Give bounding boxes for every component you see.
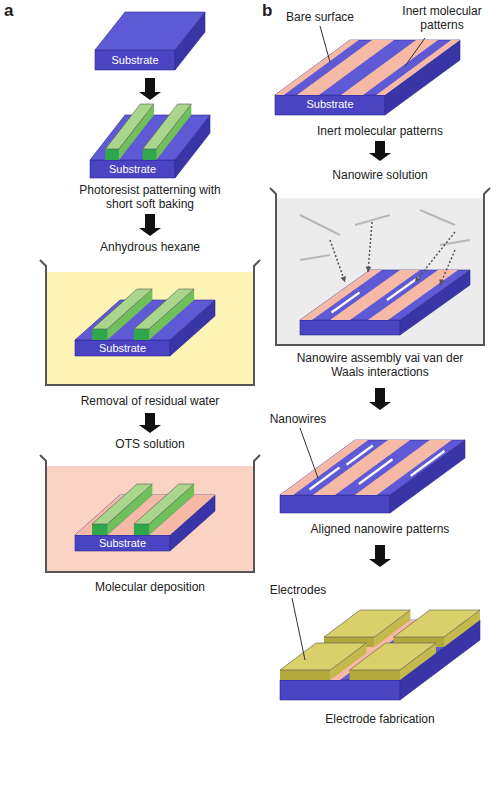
step-caption: Bare surface [280,10,360,24]
nanowire [347,446,373,465]
beaker [40,260,260,385]
photoresist [92,524,107,535]
molecular-pattern [275,40,359,95]
step-caption: Nanowire solution [270,168,490,182]
step-caption: Anhydrous hexane [60,240,240,254]
nanowire [411,451,445,476]
step-caption: OTS solution [60,437,240,451]
substrate-top [90,115,210,160]
step-arrow [139,413,161,433]
dotted-arrow [341,276,346,282]
part-label: Substrate [80,341,165,355]
beaker [270,188,490,345]
substrate-front [75,340,170,356]
step-caption: Inert molecular patterns [270,124,490,138]
photoresist [134,289,194,329]
nanowire [420,210,455,225]
dotted-arrow [330,240,345,282]
substrate-front [75,535,170,551]
leader-line [405,38,425,66]
photoresist [105,104,154,149]
nanowire [300,255,330,260]
step-caption: Removal of residual water [30,394,270,408]
dotted-arrow [415,276,421,282]
substrate-top [300,270,470,320]
molecular-pattern [368,270,458,320]
nanowire [300,215,340,235]
step-caption: Molecular deposition [40,580,260,594]
part-label: Substrate [95,162,170,176]
leader-line [300,428,318,478]
photoresist [105,149,119,160]
substrate-front [275,95,385,115]
step-caption: Nanowires [262,412,334,426]
substrate-front [90,160,175,178]
solution [46,272,254,385]
substrate-front [95,50,175,70]
electrode [350,670,400,680]
substrate-front [300,320,400,335]
step-arrow [369,388,391,410]
step-caption: Nanowire assembly vai van der Waals inte… [285,351,475,379]
solution [46,466,254,572]
step-caption: Photoresist patterning with short soft b… [70,183,230,211]
beaker [40,455,260,572]
dotted-arrow [415,232,455,282]
dotted-arrow [368,222,372,272]
substrate-top [275,40,460,95]
dotted-arrow [440,250,455,285]
substrate-front [280,495,390,513]
step-caption: Aligned nanowire patterns [270,522,490,536]
part-label: Substrate [100,53,170,67]
nanowire [332,293,360,313]
leader-line [292,598,305,660]
photoresist [143,104,192,149]
step-caption: Inert molecular patterns [392,4,492,32]
photoresist [134,329,149,340]
step-caption: Electrode fabrication [270,712,490,726]
nanowire [310,468,340,490]
step-arrow [139,214,161,236]
step-arrow [369,141,391,161]
part-label: Substrate [285,97,375,111]
electrode [350,643,436,670]
electrode [324,610,410,637]
dotted-arrow [366,267,372,273]
solution [276,198,484,345]
panel-letter: a [4,4,34,18]
electrode [394,610,480,637]
nanowire [387,278,419,301]
substrate-front [280,680,400,700]
photoresist [134,524,149,535]
leader-line [320,26,330,62]
dotted-arrow [439,279,444,285]
photoresist [92,329,107,340]
step-arrow [369,545,391,567]
photoresist [134,484,194,524]
substrate-top [95,12,205,50]
electrode [280,670,330,680]
electrode [280,643,366,670]
photoresist [143,149,157,160]
step-arrow [139,78,161,100]
step-caption: Electrodes [262,583,334,597]
part-label: Substrate [80,536,165,550]
nanowire [359,459,393,484]
